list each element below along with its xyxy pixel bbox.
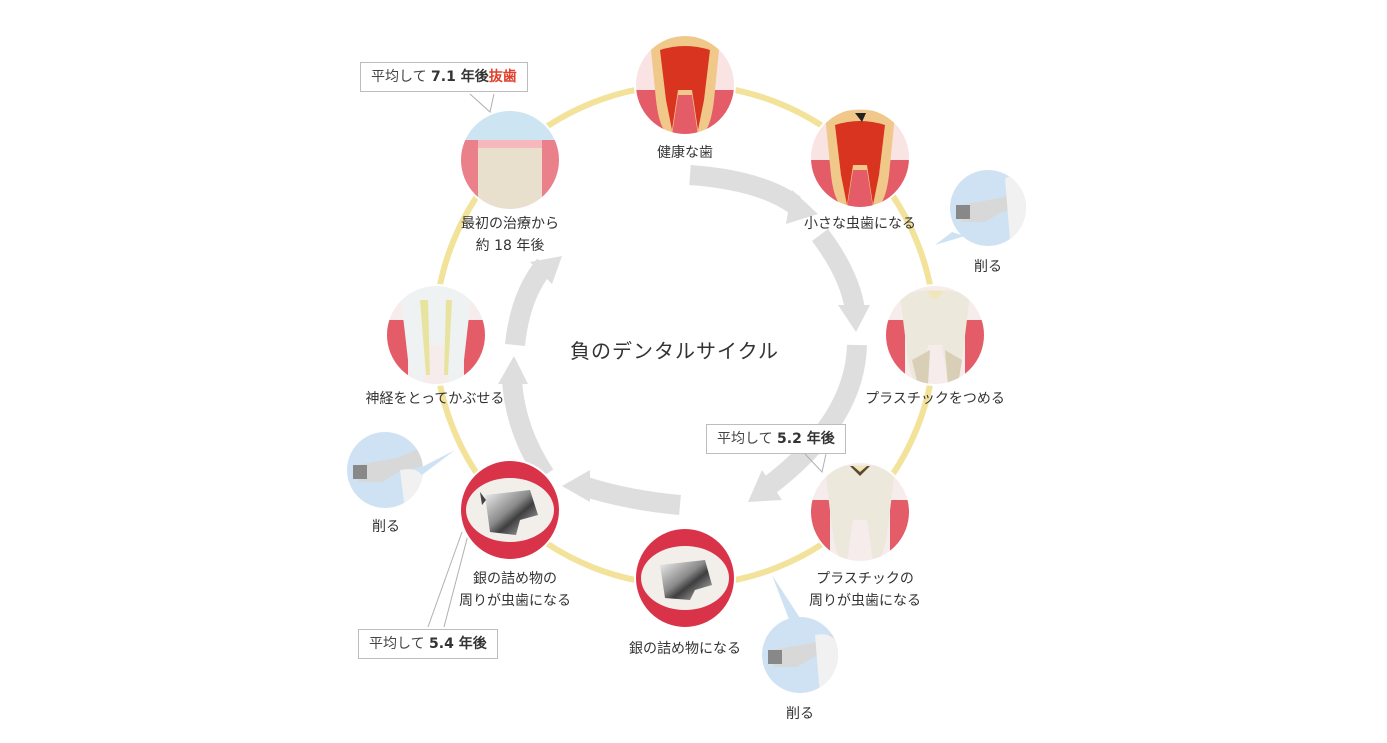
stage-small-cavity-border [809, 107, 911, 209]
drill-label: 削る [372, 519, 400, 535]
stage-label-plastic-filling: プラスチックをつめる [865, 391, 1005, 407]
callout-extraction: 平均して 7.1 年後抜歯 [360, 62, 528, 92]
stage-crown-tooth [386, 285, 486, 385]
cycle-title: 負のデンタルサイクル [570, 339, 779, 363]
drill-pointers [418, 232, 965, 622]
drill-label: 削る [786, 706, 814, 722]
drill-icon [347, 432, 423, 508]
stage-healthy-tooth [635, 35, 735, 135]
stage-label-extraction: 最初の治療から 約 18 年後 [461, 216, 559, 254]
stage-label-silver-cavity: 銀の詰め物の 周りが虫歯になる [459, 571, 571, 609]
stage-label-crown: 神経をとってかぶせる [365, 391, 505, 407]
stage-plastic-filling-border [884, 284, 986, 386]
stage-silver-filling-border [634, 527, 736, 629]
callout-silver: 平均して 5.4 年後 [358, 629, 498, 659]
stage-label-small-cavity: 小さな虫歯になる [804, 216, 916, 232]
drill-icon [762, 617, 838, 693]
stage-label-plastic-cavity: プラスチックの 周りが虫歯になる [809, 571, 921, 609]
callout-plastic: 平均して 5.2 年後 [706, 424, 846, 454]
stage-label-silver-filling: 銀の詰め物になる [629, 641, 741, 657]
stage-small-cavity-tooth [810, 108, 910, 208]
stage-silver-cavity-tooth [460, 460, 560, 560]
drill-label: 削る [974, 259, 1002, 275]
stage-crown-border [385, 284, 487, 386]
stage-healthy-tooth-border [634, 34, 736, 136]
stage-extraction-border [459, 109, 561, 211]
stage-silver-cavity-border [459, 459, 561, 561]
drill-icon [950, 170, 1026, 246]
cycle-arrowheads [498, 190, 870, 502]
stage-silver-filling-tooth [635, 528, 735, 628]
stage-label-healthy: 健康な歯 [657, 145, 713, 161]
callout-pointers [427, 93, 827, 628]
stage-plastic-cavity-border [809, 461, 911, 563]
